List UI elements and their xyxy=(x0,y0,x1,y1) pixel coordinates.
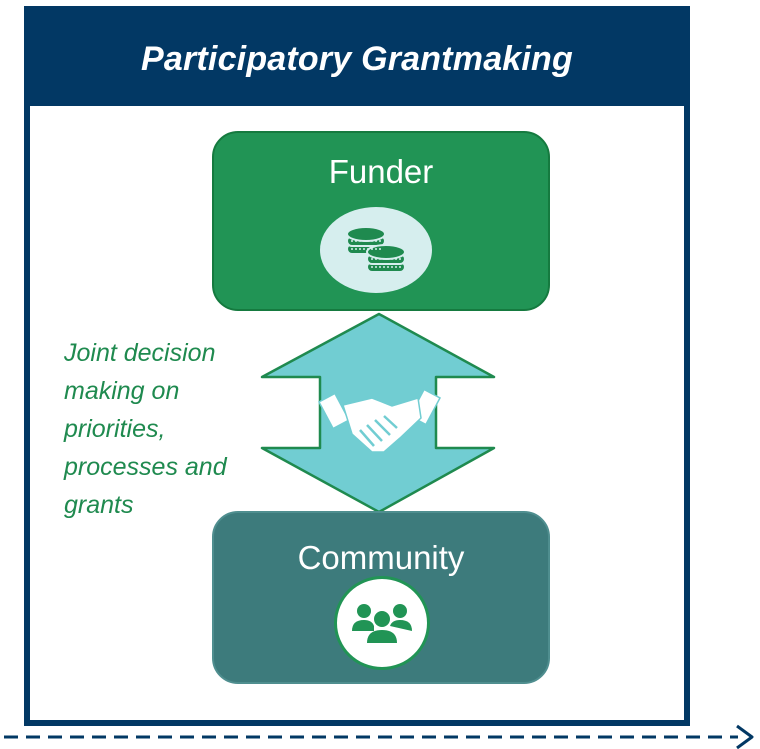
diagram-title: Participatory Grantmaking xyxy=(140,39,573,78)
decision-caption: Joint decision making on priorities, pro… xyxy=(64,334,264,524)
handshake-icon xyxy=(317,388,442,453)
timeline-arrowhead xyxy=(736,724,754,749)
caption-line: processes and xyxy=(64,453,227,481)
community-label: Community xyxy=(297,539,465,576)
caption-line: grants xyxy=(64,491,134,519)
funder-icon-circle xyxy=(320,207,432,293)
caption-line: making on xyxy=(64,377,180,405)
people-group-icon xyxy=(352,604,412,643)
caption-line: priorities, xyxy=(64,415,166,443)
funder-box: Funder xyxy=(212,131,550,311)
community-icon-circle xyxy=(334,576,430,670)
caption-line: Joint decision xyxy=(64,339,216,367)
coins-icon xyxy=(346,226,406,273)
community-box: Community xyxy=(212,511,550,684)
title-bar: Participatory Grantmaking xyxy=(30,12,684,106)
funder-label: Funder xyxy=(328,153,434,190)
